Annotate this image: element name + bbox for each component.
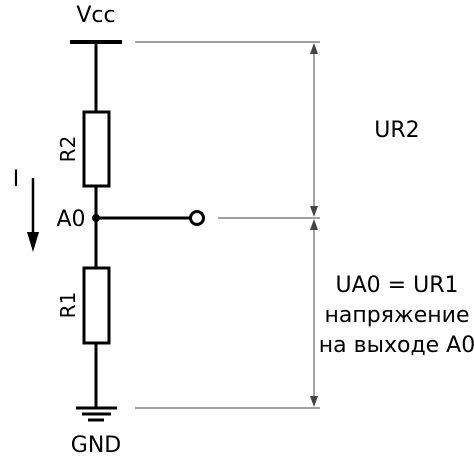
gnd-label: GND: [71, 433, 121, 458]
r1-label: R1: [56, 292, 80, 319]
dim-ua0-arrow-top: [310, 219, 318, 230]
ua0-label-line3: на выходе A0: [319, 333, 474, 358]
ua0-label-line1: UA0 = UR1: [336, 273, 459, 298]
resistor-r2: [82, 110, 111, 188]
dim-ur2-arrow-bottom: [310, 206, 318, 217]
ur2-label: UR2: [374, 118, 419, 143]
current-label: I: [13, 167, 20, 192]
current-arrow-head: [27, 232, 39, 252]
r2-label: R2: [56, 136, 80, 163]
dim-ua0-arrow-bottom: [310, 396, 318, 407]
dim-ur2-arrow-top: [310, 43, 318, 54]
resistor-r1: [82, 266, 111, 345]
vcc-label: Vcc: [76, 3, 115, 28]
output-terminal: [189, 210, 205, 226]
node-a0-label: A0: [56, 207, 85, 232]
ua0-label-line2: напряжение: [324, 303, 469, 328]
